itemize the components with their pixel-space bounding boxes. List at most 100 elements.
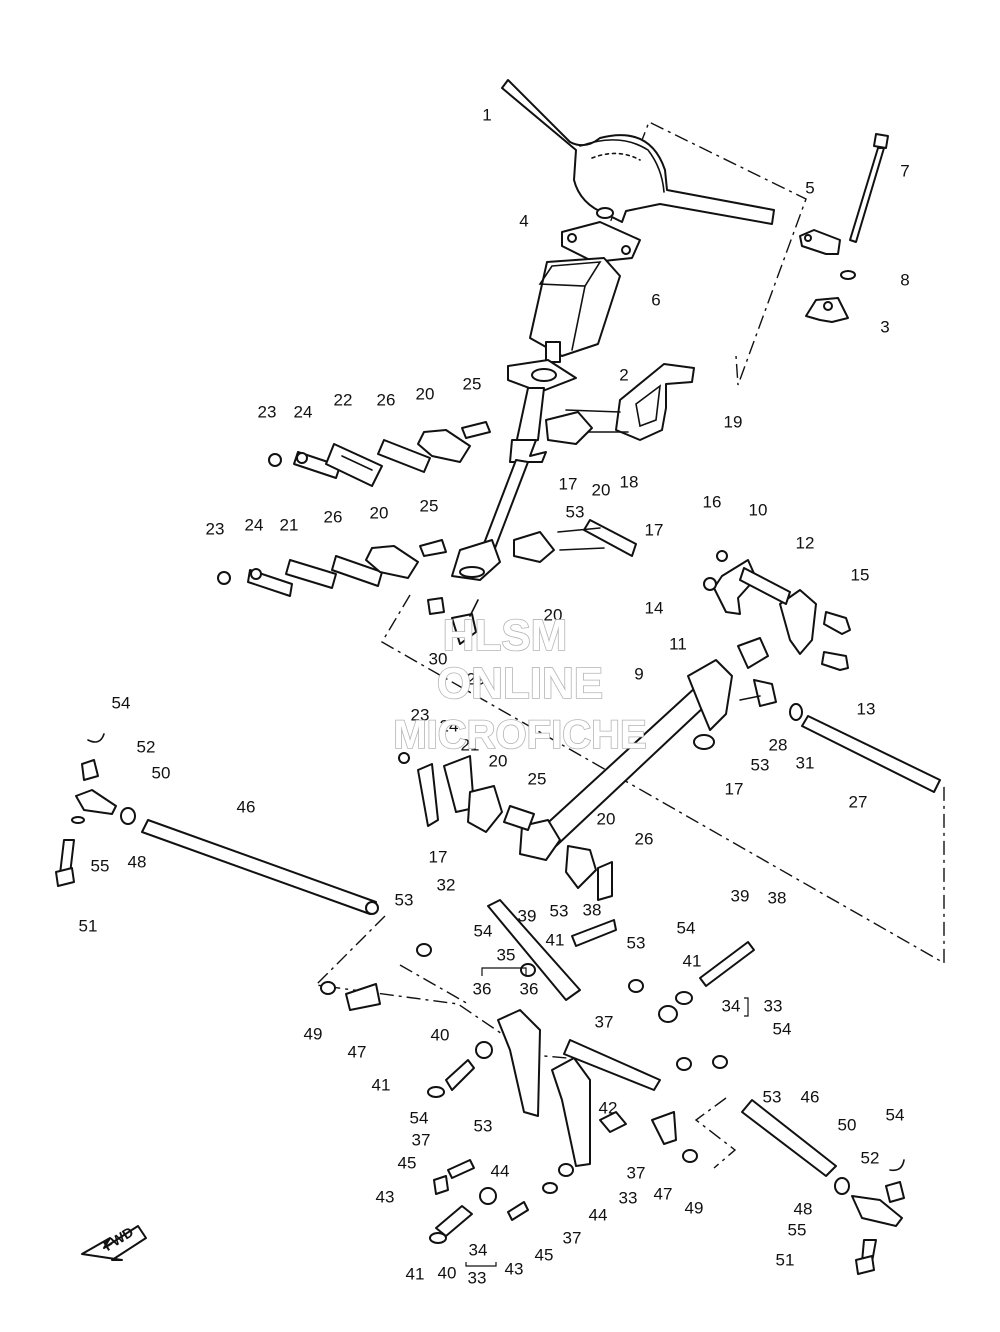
- callout-49: 49: [304, 1024, 323, 1043]
- callout-44: 44: [491, 1161, 510, 1180]
- callout-36: 36: [520, 979, 539, 998]
- callout-39: 39: [518, 906, 537, 925]
- idler-arm-left: [427, 1009, 541, 1117]
- callout-46: 46: [237, 797, 256, 816]
- callout-48: 48: [128, 852, 147, 871]
- callout-19: 19: [724, 412, 743, 431]
- callout-54: 54: [773, 1019, 792, 1038]
- callout-41: 41: [406, 1264, 425, 1283]
- callout-32: 32: [437, 875, 456, 894]
- callout-51: 51: [79, 916, 98, 935]
- callout-2: 2: [619, 365, 628, 384]
- steering-column: [451, 387, 547, 581]
- callout-33: 33: [468, 1268, 487, 1287]
- callout-23: 23: [258, 402, 277, 421]
- watermark-line-1: HLSM: [443, 611, 568, 660]
- clamp-lower: [805, 297, 849, 323]
- callout-17: 17: [559, 474, 578, 493]
- clamp-plate: [799, 229, 841, 255]
- callout-20: 20: [416, 384, 435, 403]
- callout-26: 26: [377, 390, 396, 409]
- callout-12: 12: [796, 533, 815, 552]
- callout-6: 6: [651, 290, 660, 309]
- callout-52: 52: [861, 1148, 880, 1167]
- washer: [840, 270, 856, 280]
- column-top-bracket: [507, 359, 577, 393]
- callout-3: 3: [880, 317, 889, 336]
- callout-20: 20: [597, 809, 616, 828]
- handlebar: [501, 79, 775, 225]
- callout-41: 41: [683, 951, 702, 970]
- callout-54: 54: [886, 1105, 905, 1124]
- middle-link-set: [398, 752, 613, 901]
- callout-35: 35: [497, 945, 516, 964]
- callout-37: 37: [563, 1228, 582, 1247]
- callout-28: 28: [769, 735, 788, 754]
- callout-14: 14: [645, 598, 664, 617]
- callout-24: 24: [245, 515, 264, 534]
- ball-joint-upper: [427, 597, 479, 645]
- bushing: [737, 637, 769, 669]
- callout-23: 23: [206, 519, 225, 538]
- callout-37: 37: [595, 1012, 614, 1031]
- callout-5: 5: [805, 178, 814, 197]
- mount-plate: [557, 519, 637, 557]
- callout-24: 24: [440, 716, 459, 735]
- tie-rod-end-right: [693, 679, 803, 750]
- column-clamp-lower: [513, 531, 555, 563]
- callout-15: 15: [851, 565, 870, 584]
- watermark: HLSM ONLINE MICROFICHE: [393, 610, 648, 758]
- callout-8: 8: [900, 270, 909, 289]
- callout-31: 31: [796, 753, 815, 772]
- callout-17: 17: [429, 847, 448, 866]
- callout-13: 13: [857, 699, 876, 718]
- callout-55: 55: [788, 1220, 807, 1239]
- callout-11: 11: [669, 634, 687, 653]
- callout-24: 24: [294, 402, 313, 421]
- callout-53: 53: [395, 890, 414, 909]
- callout-41: 41: [372, 1075, 391, 1094]
- callout-25: 25: [420, 496, 439, 515]
- callout-16: 16: [703, 492, 722, 511]
- callout-51: 51: [776, 1250, 795, 1269]
- callout-47: 47: [654, 1184, 673, 1203]
- callout-26: 26: [324, 507, 343, 526]
- callout-52: 52: [137, 737, 156, 756]
- callout-17: 17: [645, 520, 664, 539]
- group-brackets: [465, 967, 749, 1267]
- column-support-bracket: [565, 363, 695, 441]
- callout-49: 49: [685, 1198, 704, 1217]
- callout-50: 50: [838, 1115, 857, 1134]
- callout-55: 55: [91, 856, 110, 875]
- callout-25: 25: [463, 374, 482, 393]
- callout-30: 30: [429, 649, 448, 668]
- callout-20: 20: [544, 605, 563, 624]
- tie-rod-left: [141, 819, 379, 915]
- callout-41: 41: [546, 930, 565, 949]
- callout-22: 22: [334, 390, 353, 409]
- bolt-pair-lower: [429, 1159, 574, 1244]
- callout-29: 29: [467, 669, 486, 688]
- tie-rod-lower-right: [741, 1099, 905, 1275]
- callout-9: 9: [634, 664, 643, 683]
- callout-45: 45: [535, 1245, 554, 1264]
- watermark-line-3: MICROFICHE: [393, 713, 646, 757]
- callout-38: 38: [768, 888, 787, 907]
- callout-34: 34: [722, 996, 741, 1015]
- callout-38: 38: [583, 900, 602, 919]
- callout-26: 26: [635, 829, 654, 848]
- callout-39: 39: [731, 886, 750, 905]
- idler-arm-right: [551, 1039, 661, 1167]
- callout-48: 48: [794, 1199, 813, 1218]
- callout-50: 50: [152, 763, 171, 782]
- callout-53: 53: [763, 1087, 782, 1106]
- watermark-line-2: ONLINE: [437, 659, 603, 708]
- callout-20: 20: [489, 751, 508, 770]
- callout-20: 20: [370, 503, 389, 522]
- forward-arrow-icon: FWD: [81, 1223, 147, 1261]
- tie-rod-right: [801, 715, 941, 793]
- bolt-long: [849, 133, 889, 243]
- callout-44: 44: [589, 1205, 608, 1224]
- callout-43: 43: [505, 1259, 524, 1278]
